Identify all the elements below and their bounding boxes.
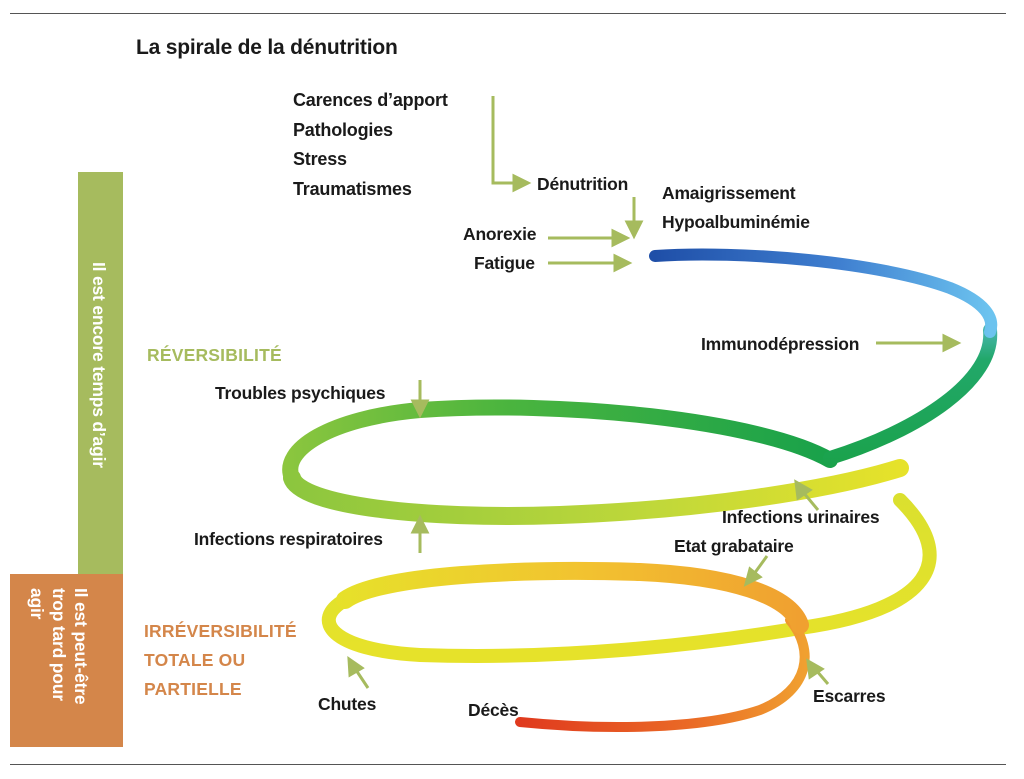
top-rule (10, 13, 1006, 14)
label-troubles-psychiques: Troubles psychiques (215, 383, 386, 403)
spiral-segment (649, 248, 998, 338)
label-etat-grabataire: Etat grabataire (674, 536, 794, 556)
irreversibilite-line: IRRÉVERSIBILITÉ (144, 621, 297, 641)
arrow-head (743, 566, 763, 587)
label-amaigrissement: Amaigrissement (662, 183, 796, 203)
arrow-head (624, 220, 644, 240)
label-anorexie: Anorexie (463, 224, 537, 244)
arrow-head (942, 333, 962, 353)
arrow-chutes (354, 669, 370, 689)
arrow-etat-grabataire (752, 555, 769, 575)
label-immunodepression: Immunodépression (701, 334, 860, 354)
label-chutes: Chutes (318, 694, 377, 714)
reversible-side-bar (78, 172, 123, 574)
spiral-segment (336, 561, 809, 634)
cause-item: Traumatismes (293, 178, 412, 199)
bottom-rule (10, 764, 1006, 765)
irreversibilite-line: PARTIELLE (144, 679, 242, 699)
label-fatigue: Fatigue (474, 253, 535, 273)
reversibilite-label: RÉVERSIBILITÉ (147, 345, 282, 365)
spiral-segment (515, 615, 810, 732)
label-hypoalbuminemie: Hypoalbuminémie (662, 212, 810, 232)
arrow-head (347, 656, 365, 678)
spiral-segment (282, 399, 838, 486)
spiral-segment (823, 323, 998, 465)
arrow-head (410, 514, 430, 534)
arrow-head (512, 173, 532, 193)
cause-item: Carences d’apport (293, 90, 448, 110)
irreversible-bar-line: trop tard pour (49, 588, 69, 701)
label-infections-respiratoires: Infections respiratoires (194, 529, 383, 549)
diagram-title: La spirale de la dénutrition (136, 36, 398, 59)
cause-item: Pathologies (293, 119, 393, 140)
arrow-causes-to-denutrition (491, 96, 516, 185)
spiral-segment (283, 459, 909, 525)
label-denutrition: Dénutrition (537, 174, 629, 194)
arrow-infections-urinaires (801, 491, 820, 511)
arrow-head (806, 658, 825, 680)
irreversible-bar-line: agir (27, 588, 47, 620)
cause-item: Stress (293, 149, 347, 169)
arrow-head (613, 253, 633, 273)
label-deces: Décès (468, 700, 519, 720)
label-escarres: Escarres (813, 686, 886, 706)
irreversible-bar-line: Il est peut-être (71, 588, 91, 705)
arrow-head (611, 228, 631, 248)
reversible-bar-text: Il est encore temps d’agir (89, 262, 109, 468)
arrow-head (794, 479, 813, 501)
label-infections-urinaires: Infections urinaires (722, 507, 880, 527)
irreversible-side-bar (10, 574, 123, 747)
arrow-head (410, 399, 430, 419)
irreversibilite-line: TOTALE OU (144, 650, 246, 670)
spiral-segment (321, 493, 937, 663)
irreversibilite-label: IRRÉVERSIBILITÉ TOTALE OU PARTIELLE (144, 617, 297, 704)
causes-list: Carences d’apport Pathologies Stress Tra… (293, 86, 448, 204)
